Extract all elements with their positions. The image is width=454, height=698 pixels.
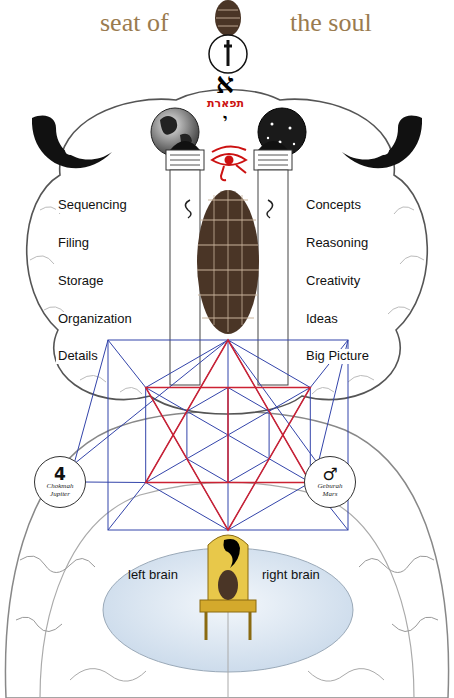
planet-circle: ♂Geburah Mars	[304, 456, 356, 508]
function-label: Reasoning	[304, 236, 370, 251]
hebrew-letter: י	[223, 110, 227, 130]
left-crescent	[32, 116, 112, 169]
function-label: Filing	[56, 236, 91, 251]
title-part: the soul	[290, 8, 372, 38]
function-label: Ideas	[304, 312, 340, 327]
upper-brain	[27, 90, 428, 415]
planet-symbol: 4	[54, 466, 66, 483]
right-pillar	[254, 141, 292, 385]
function-label: Concepts	[304, 198, 363, 213]
sephirah-name: Chokmah Jupiter	[43, 483, 77, 498]
planet-symbol: ♂	[322, 466, 337, 483]
function-label: Storage	[56, 274, 106, 289]
hemisphere-label: right brain	[262, 568, 320, 583]
hemisphere-label: left brain	[128, 568, 178, 583]
planet-circle: 4Chokmah Jupiter	[34, 456, 86, 508]
function-label: Organization	[56, 312, 134, 327]
top-pine-cone	[215, 0, 241, 36]
metatron-cube	[74, 340, 348, 530]
function-label: Sequencing	[56, 198, 129, 213]
title-part: seat of	[100, 8, 169, 38]
function-label: Details	[56, 349, 100, 364]
hebrew-letter: א	[216, 68, 234, 100]
hebrew-word: תפארת	[207, 98, 244, 111]
dark-sphere	[258, 108, 306, 156]
function-label: Creativity	[304, 274, 362, 289]
sephirah-name: Geburah Mars	[313, 483, 347, 498]
right-crescent	[342, 116, 422, 169]
lower-brain	[5, 411, 448, 698]
eye-of-horus	[212, 146, 246, 180]
throne	[200, 535, 256, 640]
globe	[151, 108, 199, 156]
function-label: Big Picture	[304, 349, 371, 364]
pine-cone	[197, 190, 259, 334]
